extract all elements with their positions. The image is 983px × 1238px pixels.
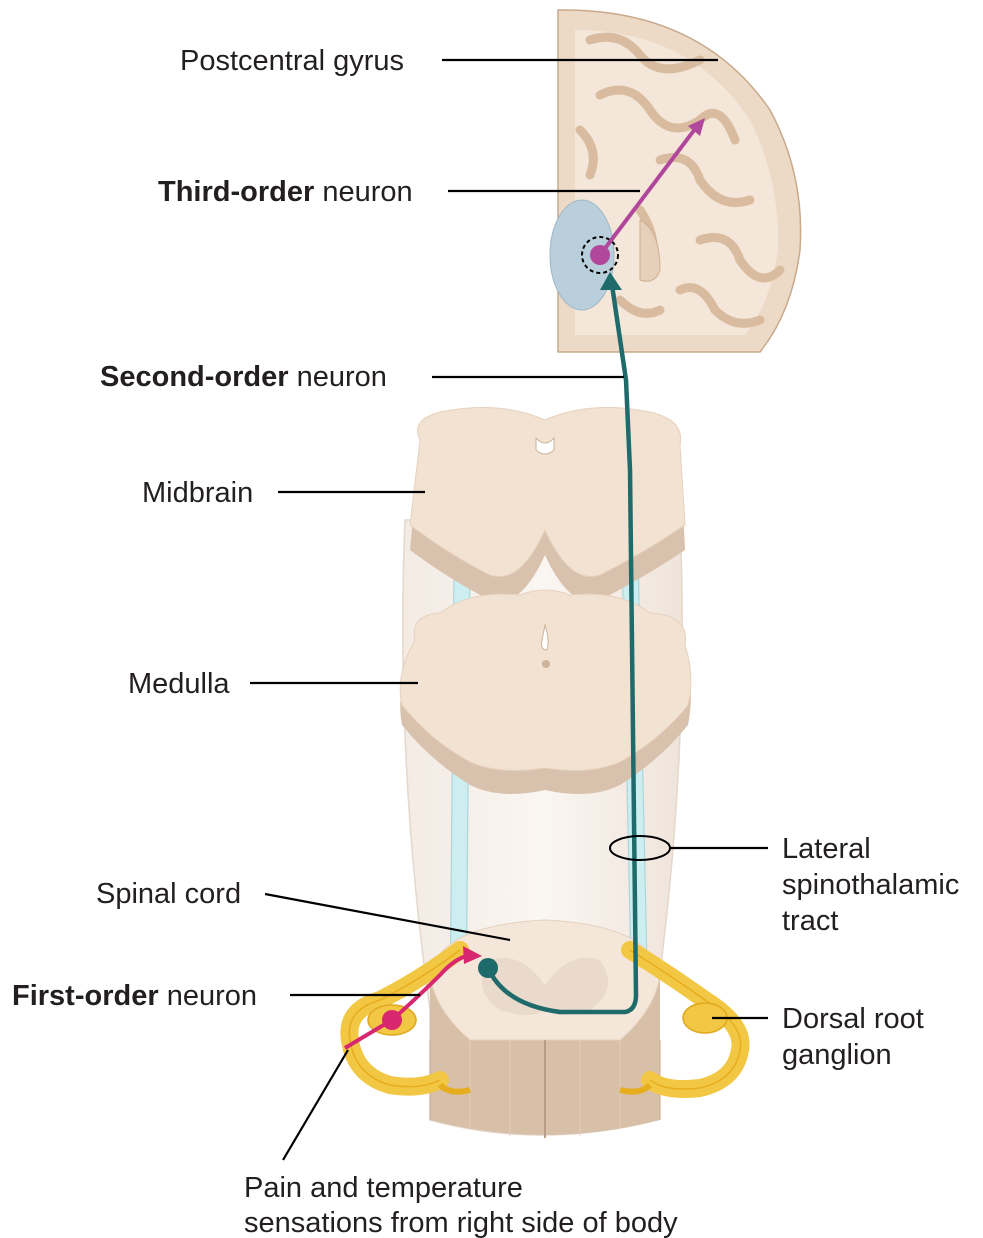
label-pain-2: sensations from right side of body bbox=[244, 1207, 678, 1238]
label-pain-1: Pain and temperature bbox=[244, 1172, 523, 1204]
label-medulla: Medulla bbox=[128, 668, 230, 700]
second-order-cell-body bbox=[478, 958, 498, 978]
label-third-order-rest: neuron bbox=[314, 176, 412, 208]
label-drg-1: Dorsal root bbox=[782, 1003, 924, 1035]
label-postcentral-gyrus: Postcentral gyrus bbox=[180, 45, 404, 77]
first-order-cell-body bbox=[382, 1010, 402, 1030]
label-second-order-bold: Second-order bbox=[100, 361, 289, 393]
label-lateral-tract-2: spinothalamic bbox=[782, 869, 959, 901]
brain-coronal-section bbox=[550, 10, 801, 352]
label-lateral-tract-1: Lateral bbox=[782, 833, 871, 865]
leader-pain bbox=[283, 1050, 348, 1160]
label-first-order-neuron: First-order neuron bbox=[12, 980, 257, 1012]
third-order-cell-body bbox=[590, 245, 610, 265]
label-first-order-bold: First-order bbox=[12, 980, 159, 1012]
medulla-slice bbox=[400, 590, 691, 794]
label-second-order-rest: neuron bbox=[289, 361, 387, 393]
label-midbrain: Midbrain bbox=[142, 477, 253, 509]
label-spinal-cord: Spinal cord bbox=[96, 878, 241, 910]
label-first-order-rest: neuron bbox=[159, 980, 257, 1012]
label-third-order-bold: Third-order bbox=[158, 176, 314, 208]
label-second-order-neuron: Second-order neuron bbox=[100, 361, 387, 393]
label-drg-2: ganglion bbox=[782, 1039, 892, 1071]
label-lateral-tract-3: tract bbox=[782, 905, 838, 937]
label-third-order-neuron: Third-order neuron bbox=[158, 176, 413, 208]
